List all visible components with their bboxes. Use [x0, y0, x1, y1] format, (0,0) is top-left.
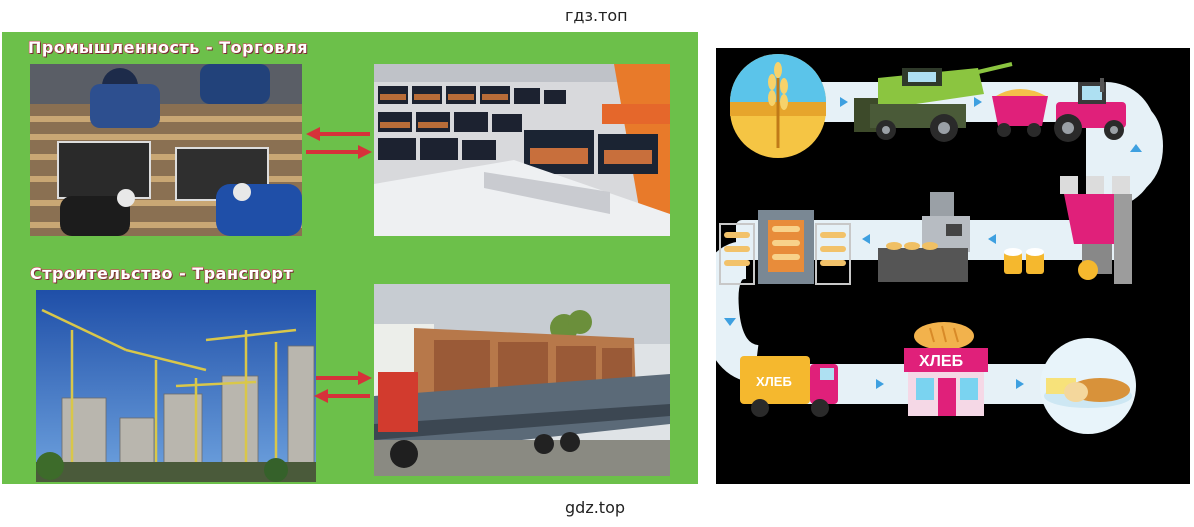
bread-plate-icon [1040, 338, 1136, 434]
bread-shop-icon [904, 322, 988, 416]
factory-photo [30, 64, 302, 236]
bread-production-panel: ХЛЕБ ХЛЕБ [716, 48, 1190, 484]
electronics-store-photo [374, 64, 670, 236]
tractor-with-trailer-icon [992, 78, 1126, 142]
bidirectional-arrow-icon [314, 371, 372, 403]
brick-truck-photo [374, 284, 670, 476]
dough-machine-icon [878, 192, 970, 282]
flour-sack-icon [1004, 248, 1044, 274]
combine-harvester-icon [854, 62, 1013, 142]
bakery-oven-icon [719, 210, 851, 285]
bidirectional-arrow-icon [306, 127, 372, 159]
construction-transport-title: Строительство - Транспорт [29, 263, 294, 283]
grain-silo-icon [1060, 176, 1132, 284]
wheat-field-icon [730, 54, 826, 158]
construction-photo [36, 290, 316, 482]
watermark-bottom: gdz.top [565, 498, 626, 517]
watermark-top: гдз.топ [565, 6, 628, 25]
industry-trade-title: Промышленность - Торговля [27, 37, 309, 57]
truck-label: ХЛЕБ [756, 374, 792, 389]
shop-label: ХЛЕБ [919, 353, 963, 370]
sectors-panel: Промышленность - Торговля Строительство … [2, 32, 698, 484]
bread-delivery-truck-icon [740, 356, 838, 417]
